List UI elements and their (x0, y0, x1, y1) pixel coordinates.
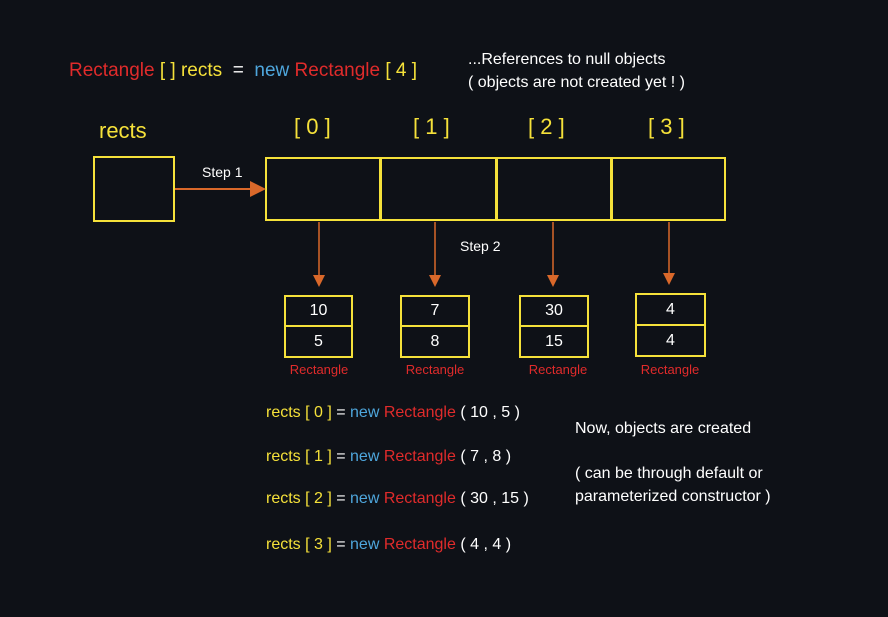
note-line-1: ...References to null objects (468, 51, 666, 68)
decl-var: rects (180, 60, 223, 81)
code-line-2-args: ( 30 , 15 ) (455, 490, 529, 507)
index-label-3: [ 3 ] (648, 114, 685, 139)
code-line-2: rects [ 2 ] = new Rectangle ( 30 , 15 ) (266, 490, 529, 508)
code-line-3-new: new (350, 536, 380, 553)
object-1-top-value: 7 (400, 295, 470, 327)
object-3-label: Rectangle (640, 362, 700, 377)
array-cell-3 (611, 157, 726, 221)
note-line-2: ( objects are not created yet ! ) (468, 74, 685, 91)
decl-type: Rectangle (69, 60, 155, 81)
decl-size: [ 4 ] (385, 60, 418, 81)
code-line-2-eq: = (331, 490, 351, 507)
code-line-3-ctor: Rectangle (379, 536, 456, 553)
step-1-label: Step 1 (202, 164, 243, 180)
object-0-label: Rectangle (289, 362, 349, 377)
object-0-bottom-value: 5 (284, 325, 353, 358)
code-line-1-eq: = (331, 448, 351, 465)
index-label-1: [ 1 ] (413, 114, 450, 139)
index-label-2: [ 2 ] (528, 114, 565, 139)
decl-new-keyword: new (254, 60, 290, 81)
rects-variable-label: rects (99, 118, 147, 143)
code-line-2-new: new (350, 490, 380, 507)
code-line-1-args: ( 7 , 8 ) (455, 448, 512, 465)
code-line-0-args: ( 10 , 5 ) (455, 404, 520, 421)
objects-created-note: Now, objects are created (575, 420, 752, 437)
code-line-2-ctor: Rectangle (379, 490, 456, 507)
code-line-3: rects [ 3 ] = new Rectangle ( 4 , 4 ) (266, 536, 511, 554)
code-line-0-lhs: rects [ 0 ] (266, 404, 332, 421)
code-line-0-ctor: Rectangle (379, 404, 456, 421)
constructor-note-line-2: parameterized constructor ) (575, 488, 771, 505)
null-references-note: ...References to null objects ( objects … (468, 48, 685, 94)
decl-eq: = (232, 60, 244, 81)
object-2-bottom-value: 15 (519, 325, 589, 358)
code-line-1-new: new (350, 448, 380, 465)
object-2-top-value: 30 (519, 295, 589, 327)
code-line-0-new: new (350, 404, 380, 421)
decl-brackets: [ ] (159, 60, 176, 81)
array-declaration: Rectangle [ ] rects = new Rectangle [ 4 … (69, 60, 417, 82)
object-0-top-value: 10 (284, 295, 353, 327)
code-line-0-eq: = (331, 404, 351, 421)
code-line-1-ctor: Rectangle (379, 448, 456, 465)
code-line-1: rects [ 1 ] = new Rectangle ( 7 , 8 ) (266, 448, 511, 466)
step-2-label: Step 2 (460, 238, 501, 254)
object-1-label: Rectangle (405, 362, 465, 377)
rects-reference-box (93, 156, 175, 222)
constructor-note: ( can be through default or parameterize… (575, 462, 771, 508)
constructor-note-line-1: ( can be through default or (575, 465, 763, 482)
object-3-top-value: 4 (635, 293, 706, 326)
object-2-label: Rectangle (528, 362, 588, 377)
decl-ctor: Rectangle (294, 60, 381, 81)
code-line-3-args: ( 4 , 4 ) (455, 536, 512, 553)
code-line-1-lhs: rects [ 1 ] (266, 448, 332, 465)
object-1-bottom-value: 8 (400, 325, 470, 358)
code-line-3-eq: = (331, 536, 351, 553)
object-3-bottom-value: 4 (635, 324, 706, 357)
index-label-0: [ 0 ] (294, 114, 331, 139)
code-line-3-lhs: rects [ 3 ] (266, 536, 332, 553)
code-line-2-lhs: rects [ 2 ] (266, 490, 332, 507)
code-line-0: rects [ 0 ] = new Rectangle ( 10 , 5 ) (266, 404, 520, 422)
